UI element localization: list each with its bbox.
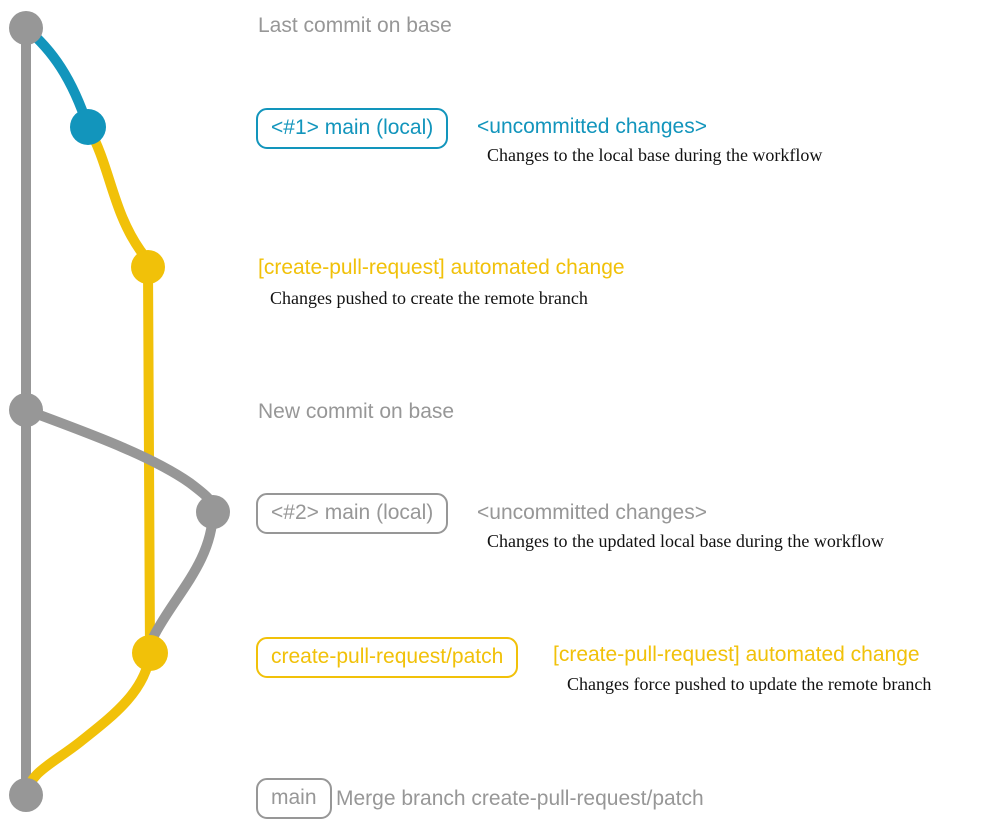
patch-branch-curve-from-local: [83, 122, 153, 272]
local-to-patch-curve: [145, 507, 218, 658]
branch-badge-main: main: [256, 778, 332, 819]
commit-dot-uncommitted-1: [70, 109, 106, 145]
patch-merge-curve: [21, 648, 155, 800]
commit-dot-merge: [9, 778, 43, 812]
commit-message-merge-branch: Merge branch create-pull-request/patch: [336, 787, 704, 810]
base-to-local-curve-2: [21, 405, 218, 517]
branch-badge-create-pull-request-patch: create-pull-request/patch: [256, 637, 519, 678]
note-updated-local-base-changes: Changes to the updated local base during…: [487, 531, 884, 551]
commit-dot-automated-change-2: [132, 635, 168, 671]
note-force-pushed-update-remote-branch: Changes force pushed to update the remot…: [567, 674, 932, 694]
commit-message-uncommitted-changes-2: <uncommitted changes>: [477, 501, 707, 524]
commit-message-uncommitted-changes-1: <uncommitted changes>: [477, 115, 707, 138]
note-pushed-create-remote-branch: Changes pushed to create the remote bran…: [270, 288, 588, 308]
commit-dot-uncommitted-2: [196, 495, 230, 529]
branch-badge-main-local-1: <#1> main (local): [256, 108, 449, 149]
note-local-base-changes: Changes to the local base during the wor…: [487, 145, 823, 165]
commit-dot-automated-change-1: [131, 250, 165, 284]
commit-message-last-commit-on-base: Last commit on base: [258, 14, 452, 37]
branch-badge-main-local-2: <#2> main (local): [256, 493, 449, 534]
commit-message-automated-change-1: [create-pull-request] automated change: [258, 256, 625, 279]
commit-dot-last-commit-on-base: [9, 11, 43, 45]
commit-dot-new-commit-on-base: [9, 393, 43, 427]
commit-message-automated-change-2: [create-pull-request] automated change: [553, 643, 920, 666]
commit-message-new-commit-on-base: New commit on base: [258, 400, 455, 423]
